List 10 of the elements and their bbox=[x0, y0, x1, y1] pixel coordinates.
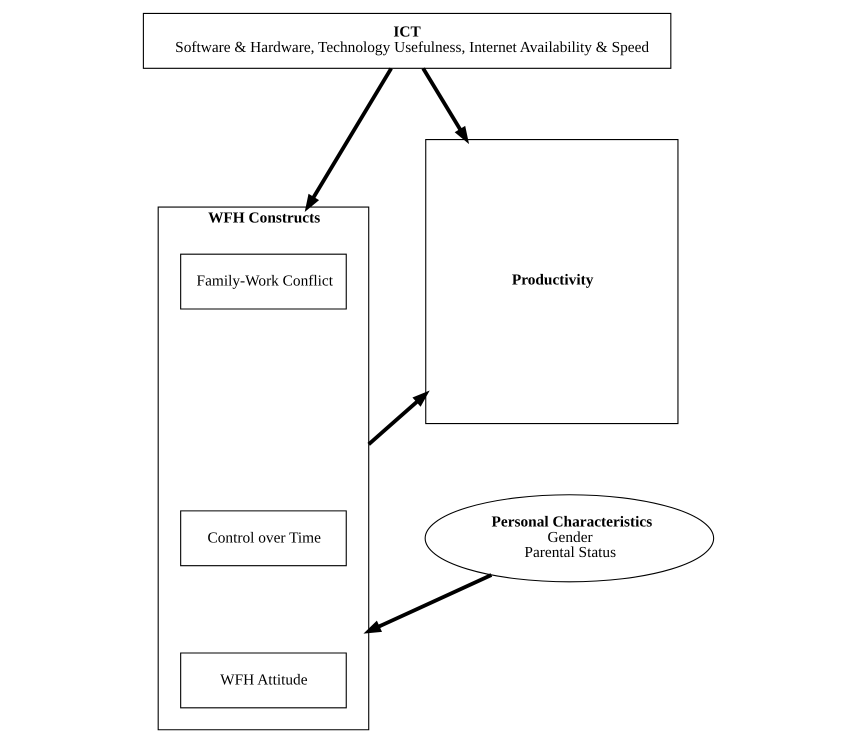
node-ellipse: Personal Characteristics Gender Parental Status bbox=[424, 494, 714, 582]
arrow bbox=[362, 572, 492, 634]
arrow bbox=[421, 66, 469, 144]
arrow bbox=[304, 66, 392, 212]
node-box: ICT Software & Hardware, Technology Usefulness, Internet Availability & Speed bbox=[142, 12, 671, 68]
node-box: Control over Time bbox=[180, 510, 346, 566]
arrow bbox=[366, 390, 430, 446]
node-box: WFH Attitude bbox=[180, 652, 346, 708]
node-box: Family-Work Conflict bbox=[180, 253, 346, 310]
node-box: Productivity bbox=[424, 138, 678, 424]
